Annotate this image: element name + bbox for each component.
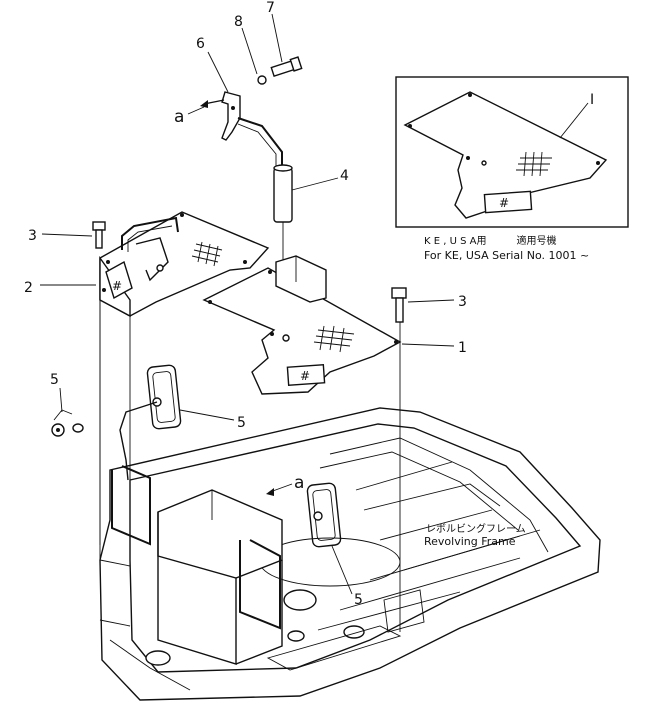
view-marker-a-top: a: [174, 107, 184, 127]
callout-3-left: 3: [28, 228, 37, 244]
callout-6: 6: [196, 36, 205, 52]
assembly-guide-lines: [99, 300, 401, 632]
frame-label-en: Revolving Frame: [424, 535, 516, 548]
revolving-frame: [99, 407, 601, 701]
callout-3-right: 3: [458, 294, 467, 310]
bolt-3-left: [92, 221, 106, 249]
inset-callout-I: I: [590, 92, 594, 108]
floor-plate-1: #: [202, 255, 402, 395]
bolt-7: [270, 56, 303, 78]
mirror-5-upper: [119, 364, 182, 481]
bracket-6: [200, 91, 241, 141]
inset-applicability-en: For KE, USA Serial No. 1001 ~: [424, 249, 589, 262]
callout-7: 7: [266, 0, 275, 16]
inset-applicability-jp: K E , U S A用 適用号機: [424, 234, 556, 247]
svg-text:#: #: [112, 279, 122, 293]
callout-2: 2: [24, 280, 33, 296]
frame-label-jp: レボルビングフレーム: [426, 522, 526, 535]
callout-5-lower: 5: [354, 592, 363, 608]
callout-1: 1: [458, 340, 467, 356]
bolt-3-right: [391, 287, 407, 323]
callout-5-left: 5: [50, 372, 59, 388]
inset-floor-plate: #: [403, 91, 608, 219]
washer-8: [257, 75, 267, 85]
inset-box: # I: [395, 76, 629, 228]
plate-2: #: [99, 211, 270, 318]
callout-8: 8: [234, 14, 243, 30]
mirror-5-lower: [306, 482, 342, 548]
svg-text:#: #: [499, 196, 509, 210]
view-marker-a-mid: a: [294, 473, 304, 493]
lever-4: [237, 117, 293, 330]
nut-and-washer: [51, 409, 84, 437]
svg-text:#: #: [300, 369, 310, 383]
callout-5-upper: 5: [237, 415, 246, 431]
callout-4: 4: [340, 168, 349, 184]
